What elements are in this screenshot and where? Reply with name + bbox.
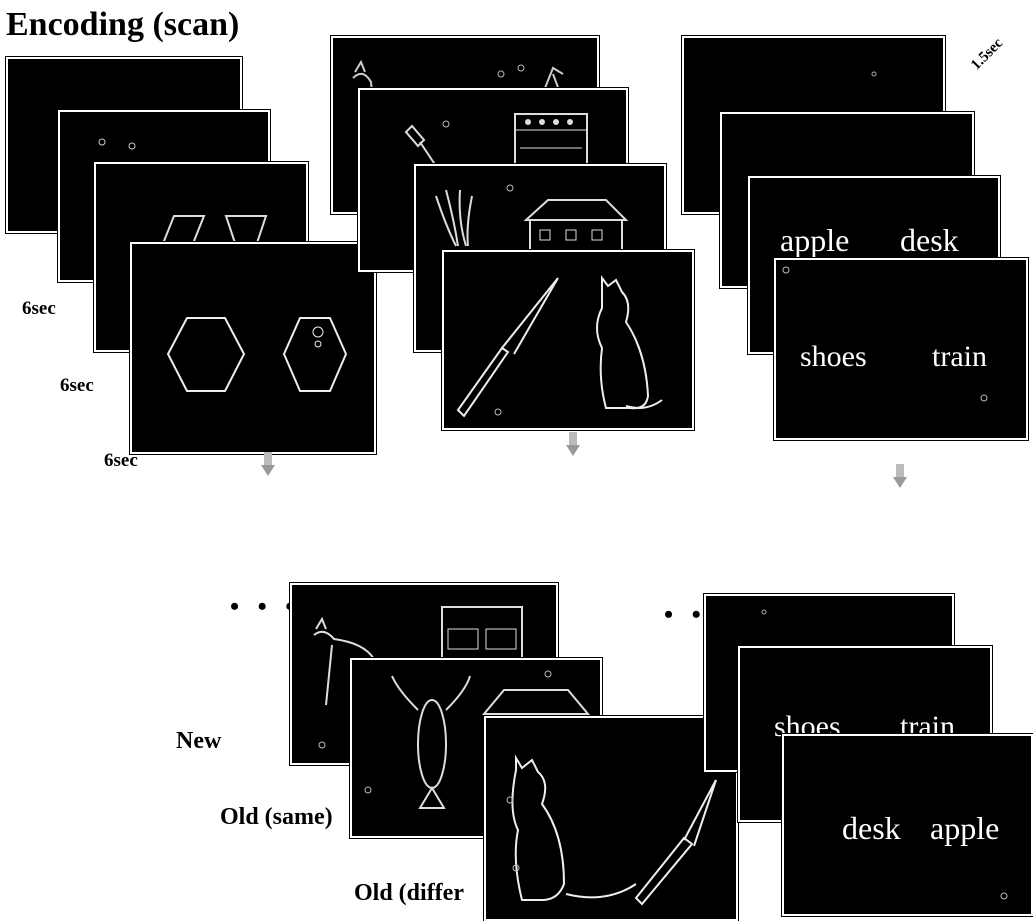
fixation-dot [871,71,877,77]
duration-label-1: 6sec [22,298,56,319]
fixation-dots [98,138,136,150]
word-card-4: shoes train [774,258,1028,440]
word-desk: desk [900,222,959,258]
fixation-dots [782,266,988,402]
cat-and-knife-drawing [506,754,717,906]
fixation-dot [761,609,767,615]
test-picture-card-3 [484,716,738,921]
picture-card-4 [442,250,694,430]
fixation-dot [1000,892,1008,900]
arrow-down-icon [261,452,275,476]
word-duration-label: 1.5sec [968,35,1007,74]
label-old-different: Old (differ [354,880,464,906]
word-shoes: shoes [800,340,867,373]
word-desk: desk [842,810,901,846]
hexagon-shapes [166,317,348,392]
knife-and-cat-drawing [456,275,663,418]
arrow-down-icon [893,464,907,488]
shape-card-4 [130,242,376,454]
label-old-same: Old (same) [220,804,333,830]
fox-and-giraffe-drawing [352,59,564,167]
ellipsis-left: • • • [230,592,301,621]
word-apple: apple [780,222,850,258]
arrow-down-icon [566,432,580,456]
ellipsis-right: • • [664,600,707,629]
duration-label-3: 6sec [104,450,138,471]
label-new: New [176,728,222,754]
word-apple: apple [930,810,1000,846]
test-word-card-3: desk apple [782,734,1033,916]
word-train: train [932,340,987,373]
page-title: Encoding (scan) [6,6,240,43]
duration-label-2: 6sec [60,375,94,396]
